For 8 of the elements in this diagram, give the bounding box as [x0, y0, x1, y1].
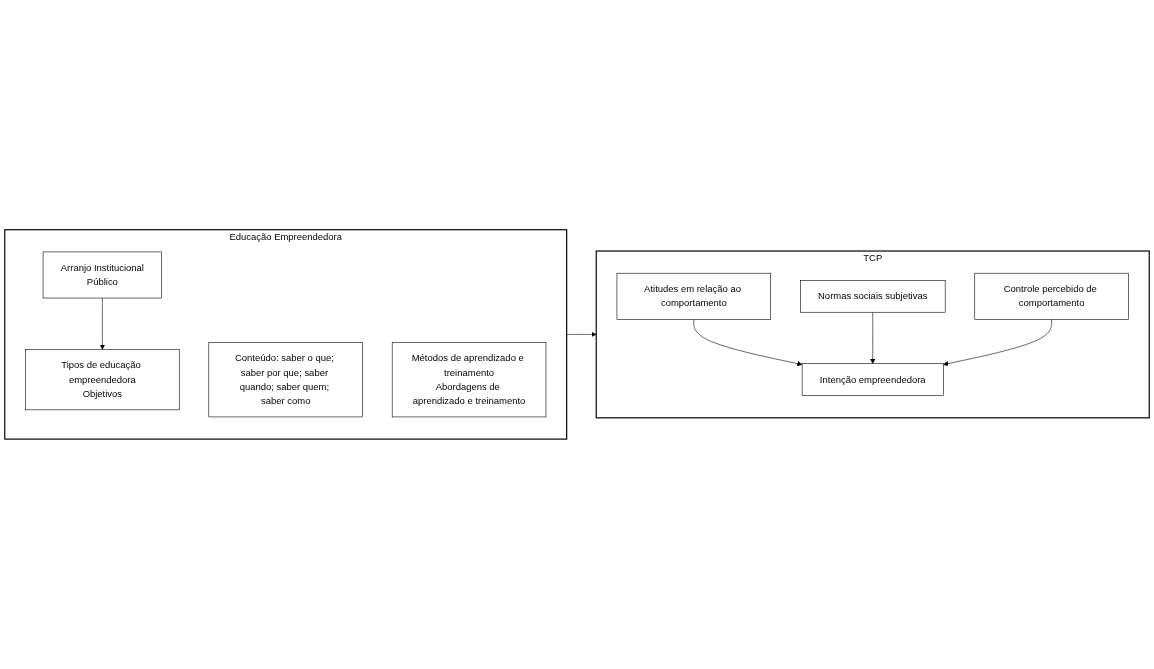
node-box: Intenção empreendedora	[801, 363, 944, 396]
node-box: Conteúdo: saber o que; saber por que; saber quando; saber quem; saber como	[208, 342, 363, 418]
node-box: Normas sociais subjetivas	[800, 280, 946, 313]
node-box: Tipos de educação empreendedora Objetivos	[25, 349, 180, 411]
node-box: Métodos de aprendizado e treinamento Abordagens de aprendizado e treinamento	[391, 342, 547, 418]
node-box: Atitudes em relação ao comportamento	[616, 273, 771, 320]
node-box: Arranjo Institucional Público	[42, 251, 162, 299]
node-box: Controle percebido de comportamento	[974, 273, 1129, 320]
